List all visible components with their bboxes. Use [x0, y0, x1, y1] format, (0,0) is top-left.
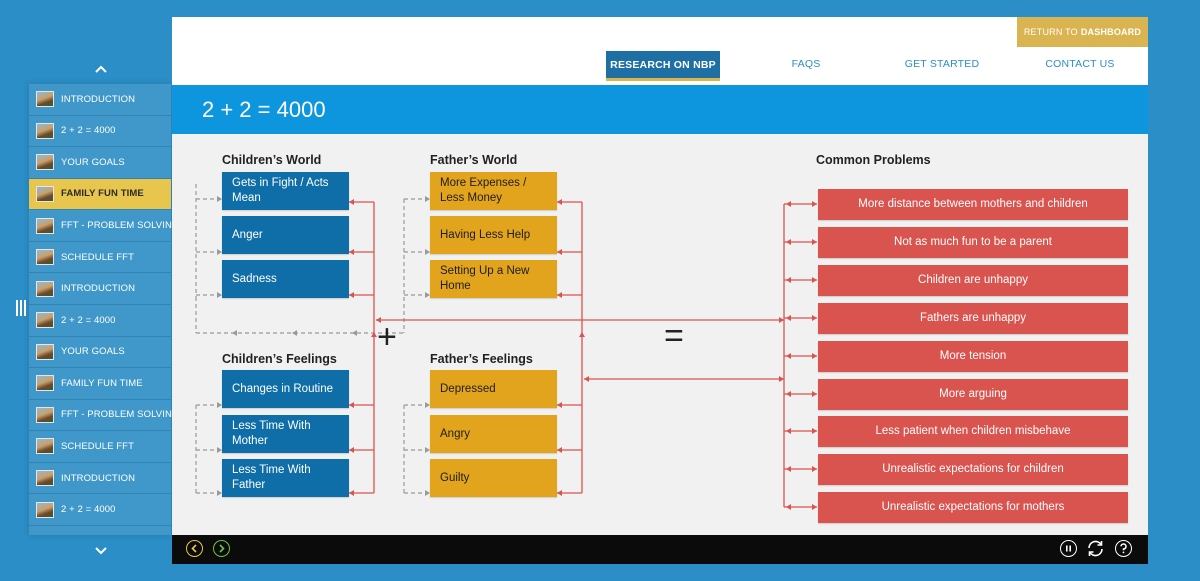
father-world-item: Setting Up a New Home: [430, 260, 557, 298]
sidebar-item[interactable]: INTRODUCTION: [29, 84, 171, 116]
header: RETURN TO DASHBOARD RESEARCH ON NBP FAQS…: [172, 17, 1148, 85]
return-label: RETURN TO: [1023, 27, 1078, 37]
equals-sign: =: [664, 317, 684, 355]
children-world-item: Sadness: [222, 260, 349, 298]
prev-icon[interactable]: [186, 540, 203, 557]
sidebar-item-label: INTRODUCTION: [61, 283, 136, 295]
lesson-thumbnail-icon: [36, 312, 54, 329]
children-feelings-heading: Children’s Feelings: [222, 352, 337, 366]
lesson-thumbnail-icon: [36, 217, 54, 234]
children-feelings-item: Changes in Routine: [222, 370, 349, 408]
sidebar-scroll-up-icon[interactable]: [94, 63, 108, 77]
lesson-thumbnail-icon: [36, 185, 54, 202]
page-title: 2 + 2 = 4000: [202, 97, 326, 122]
sidebar-item-label: FAMILY FUN TIME: [61, 377, 143, 389]
sidebar-item-label: FAMILY FUN TIME: [61, 188, 144, 200]
father-world-item: Having Less Help: [430, 216, 557, 254]
lesson-thumbnail-icon: [36, 154, 54, 171]
lesson-thumbnail-icon: [36, 406, 54, 423]
sidebar-item[interactable]: INTRODUCTION: [29, 463, 171, 495]
sidebar-item-label: YOUR GOALS: [61, 156, 125, 168]
lesson-thumbnail-icon: [36, 91, 54, 108]
title-bar: 2 + 2 = 4000: [172, 85, 1148, 134]
sidebar-item-label: FFT - PROBLEM SOLVING: [61, 220, 180, 232]
sidebar-item-label: SCHEDULE FFT: [61, 251, 134, 263]
sidebar-item-label: SCHEDULE FFT: [61, 440, 134, 452]
children-feelings-item: Less Time With Father: [222, 459, 349, 497]
nav-get-started[interactable]: GET STARTED: [904, 58, 980, 70]
next-icon[interactable]: [213, 540, 230, 557]
pause-icon[interactable]: [1060, 540, 1077, 557]
plus-sign: +: [377, 318, 397, 356]
sidebar-item[interactable]: YOUR GOALS: [29, 337, 171, 369]
lesson-thumbnail-icon: [36, 375, 54, 392]
problem-item: Unrealistic expectations for mothers: [818, 492, 1128, 523]
nav-faqs[interactable]: FAQS: [791, 58, 821, 70]
father-feelings-item: Angry: [430, 415, 557, 453]
sidebar-scroll-down-icon[interactable]: [94, 543, 108, 557]
return-label-bold: DASHBOARD: [1080, 27, 1142, 37]
sidebar-item[interactable]: 2 + 2 = 4000: [29, 305, 171, 337]
father-feelings-item: Guilty: [430, 459, 557, 497]
sidebar-item[interactable]: FFT - PROBLEM SOLVING: [29, 400, 179, 432]
sidebar-drag-handle-icon[interactable]: [16, 300, 26, 316]
problem-item: More arguing: [818, 379, 1128, 410]
diagram: Children’s World Father’s World Common P…: [172, 134, 1148, 535]
lesson-thumbnail-icon: [36, 249, 54, 266]
sidebar-item-label: 2 + 2 = 4000: [61, 125, 116, 137]
lesson-thumbnail-icon: [36, 470, 54, 487]
lesson-thumbnail-icon: [36, 343, 54, 360]
replay-icon[interactable]: [1085, 538, 1106, 559]
problem-item: Fathers are unhappy: [818, 303, 1128, 334]
father-world-item: More Expenses / Less Money: [430, 172, 557, 210]
problem-item: More tension: [818, 341, 1128, 372]
lesson-thumbnail-icon: [36, 280, 54, 297]
sidebar-item[interactable]: FAMILY FUN TIME: [29, 368, 171, 400]
sidebar-item[interactable]: YOUR GOALS: [29, 147, 171, 179]
father-world-heading: Father’s World: [430, 153, 518, 167]
children-feelings-item: Less Time With Mother: [222, 415, 349, 453]
sidebar-item-label: YOUR GOALS: [61, 346, 125, 358]
sidebar-item-label: 2 + 2 = 4000: [61, 314, 116, 326]
problem-item: Not as much fun to be a parent: [818, 227, 1128, 258]
father-feelings-item: Depressed: [430, 370, 557, 408]
lesson-thumbnail-icon: [36, 122, 54, 139]
nav-contact-us[interactable]: CONTACT US: [1045, 58, 1115, 70]
sidebar-item[interactable]: FFT - PROBLEM SOLVING: [29, 210, 179, 242]
help-icon[interactable]: [1115, 540, 1132, 557]
lesson-thumbnail-icon: [36, 501, 54, 518]
common-problems-heading: Common Problems: [816, 153, 931, 167]
playback-control-bar: [172, 535, 1148, 564]
sidebar-item[interactable]: INTRODUCTION: [29, 273, 171, 305]
return-to-dashboard-button[interactable]: RETURN TO DASHBOARD: [1017, 17, 1148, 47]
problem-item: Unrealistic expectations for children: [818, 454, 1128, 485]
sidebar-item-label: FFT - PROBLEM SOLVING: [61, 409, 180, 421]
sidebar-item-label: 2 + 2 = 4000: [61, 504, 116, 516]
children-world-heading: Children’s World: [222, 153, 322, 167]
lesson-thumbnail-icon: [36, 438, 54, 455]
sidebar-item[interactable]: 2 + 2 = 4000: [29, 116, 171, 148]
sidebar-item[interactable]: FAMILY FUN TIME: [29, 178, 171, 211]
sidebar-item[interactable]: SCHEDULE FFT: [29, 431, 171, 463]
sidebar-item-label: INTRODUCTION: [61, 472, 136, 484]
problem-item: Less patient when children misbehave: [818, 416, 1128, 447]
problem-item: Children are unhappy: [818, 265, 1128, 296]
nav-research-on-nbp[interactable]: RESEARCH ON NBP: [606, 51, 720, 81]
connector-lines: [195, 184, 817, 510]
sidebar-item-label: INTRODUCTION: [61, 93, 136, 105]
main-panel: RETURN TO DASHBOARD RESEARCH ON NBP FAQS…: [172, 17, 1148, 535]
father-feelings-heading: Father’s Feelings: [430, 352, 533, 366]
children-world-item: Gets in Fight / Acts Mean: [222, 172, 349, 210]
problem-item: More distance between mothers and childr…: [818, 189, 1128, 220]
sidebar-item[interactable]: 2 + 2 = 4000: [29, 494, 171, 526]
sidebar-item[interactable]: SCHEDULE FFT: [29, 242, 171, 274]
children-world-item: Anger: [222, 216, 349, 254]
